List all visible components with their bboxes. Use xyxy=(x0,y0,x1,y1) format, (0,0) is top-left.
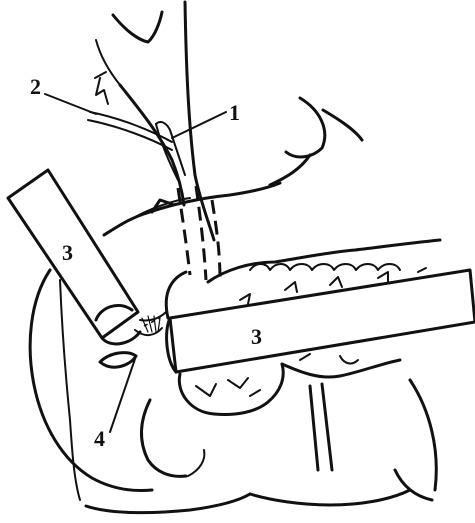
stomach-body xyxy=(104,183,280,235)
liver-contour xyxy=(270,98,362,185)
label-1: 1 xyxy=(229,100,240,125)
leader-line-2 xyxy=(45,94,96,114)
leader-line-1 xyxy=(172,112,226,138)
left-instrument xyxy=(8,170,140,344)
labels: 2 1 3 3 4 xyxy=(30,74,262,451)
label-3-right: 3 xyxy=(251,324,262,349)
drain-tube xyxy=(156,122,185,180)
label-4: 4 xyxy=(94,426,105,451)
esophagus xyxy=(96,2,214,240)
lower-bowel xyxy=(179,354,400,470)
right-instrument xyxy=(167,270,475,372)
label-3-left: 3 xyxy=(62,240,73,265)
label-2: 2 xyxy=(30,74,41,99)
